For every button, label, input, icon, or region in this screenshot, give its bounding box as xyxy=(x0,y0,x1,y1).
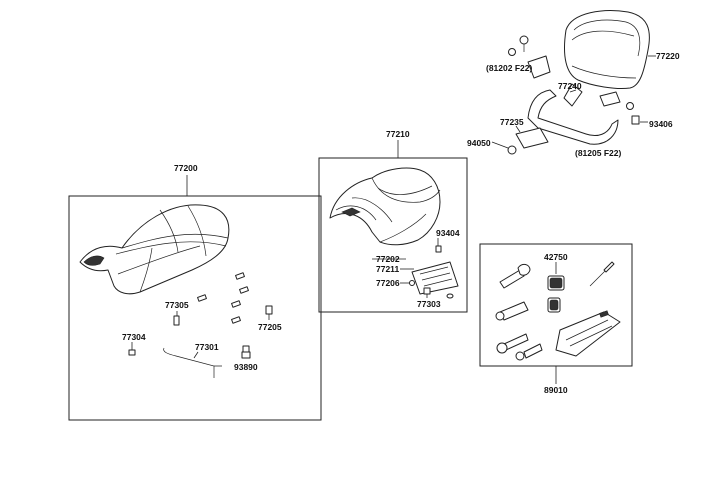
label-81202: (81202 F22) xyxy=(486,63,532,73)
clips-77205 xyxy=(197,272,273,324)
label-77200: 77200 xyxy=(174,163,198,173)
label-93406: 93406 xyxy=(649,119,673,129)
bracket-77235 xyxy=(515,127,549,149)
bolt-93404 xyxy=(435,245,442,253)
tool-kit-89010 xyxy=(495,261,621,361)
hook-77301 xyxy=(163,347,222,378)
label-77303: 77303 xyxy=(417,299,441,309)
group-box-77210 xyxy=(318,157,468,313)
label-77205: 77205 xyxy=(258,322,282,332)
carrier-frame xyxy=(527,83,621,145)
bolt-93890 xyxy=(241,345,251,359)
label-89010: 89010 xyxy=(544,385,568,395)
label-77210: 77210 xyxy=(386,129,410,139)
label-77240: 77240 xyxy=(558,81,582,91)
label-77202: 77202 xyxy=(376,254,400,264)
label-77235: 77235 xyxy=(500,117,524,127)
clip-77304 xyxy=(128,349,136,356)
label-93890: 93890 xyxy=(234,362,258,372)
label-77301: 77301 xyxy=(195,342,219,352)
label-81205: (81205 F22) xyxy=(575,148,621,158)
seat-77200 xyxy=(79,204,230,295)
clip-77305 xyxy=(173,315,180,326)
bolts-81202 xyxy=(508,35,551,79)
label-77304: 77304 xyxy=(122,332,146,342)
seat-77210 xyxy=(329,167,441,246)
label-77220: 77220 xyxy=(656,51,680,61)
group-box-77200 xyxy=(68,195,322,421)
bolts-93406 xyxy=(626,102,640,125)
tray-77211 xyxy=(411,261,459,295)
label-94050: 94050 xyxy=(467,138,491,148)
nut-94050 xyxy=(507,145,517,155)
label-42750: 42750 xyxy=(544,252,568,262)
label-93404: 93404 xyxy=(436,228,460,238)
label-77211: 77211 xyxy=(376,264,399,274)
label-77206: 77206 xyxy=(376,278,400,288)
backrest-77220 xyxy=(564,10,650,89)
label-77305: 77305 xyxy=(165,300,189,310)
clip-77303 xyxy=(423,287,431,295)
